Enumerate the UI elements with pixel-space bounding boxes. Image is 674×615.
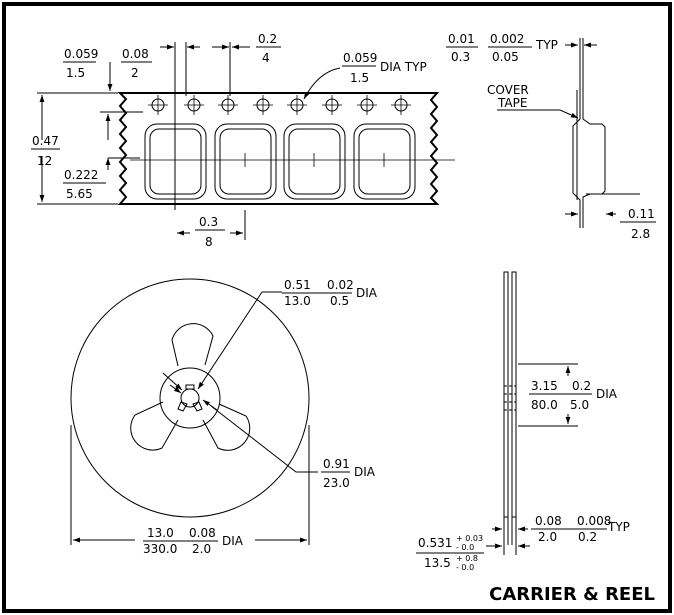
dim-side-tol-mm: 0.05	[492, 50, 519, 64]
tape-side-view: 0.01 0.3 0.002 0.05 TYP COVER TAPE 0.11 …	[446, 32, 656, 241]
dim-inner-suffix: DIA	[354, 465, 376, 479]
pocket	[353, 123, 416, 200]
reel-spindle	[180, 388, 200, 408]
dim-hub-tol-mm: 0.5	[330, 294, 349, 308]
dim-width-tol-dn-in: - 0.0	[456, 543, 474, 552]
reel-window	[130, 401, 179, 451]
tape-outline	[117, 92, 440, 205]
dim-flange-tol-mm: 0.2	[578, 530, 597, 544]
dim-pocket-offset-mm: 5.65	[66, 187, 93, 201]
dim-outer-mm: 330.0	[143, 542, 177, 556]
dim-side-hub-suffix: DIA	[596, 387, 618, 401]
dim-pitch-hole-in: 0.059	[64, 47, 98, 61]
cover-tape-label-1: COVER	[487, 83, 529, 97]
tape-profile	[572, 90, 606, 228]
tape-top-view: 0.059 1.5 0.08 2 0.2 4 0.059 1.5 DIA TYP…	[31, 32, 455, 249]
dim-width-tol-dn-mm: - 0.0	[456, 563, 474, 572]
dim-side-thick-mm: 0.3	[451, 50, 470, 64]
dim-outer-in: 13.0	[147, 526, 174, 540]
dim-side-tol-in: 0.002	[490, 32, 524, 46]
dim-width-in: 0.531	[418, 536, 452, 550]
dim-inner-in: 0.91	[323, 457, 350, 471]
reel-outer-circle	[70, 278, 310, 518]
reel-front-view: 0.51 13.0 0.02 0.5 DIA 0.91 23.0 DIA 13.…	[70, 278, 378, 556]
dim-hole-spacing-mm: 4	[262, 51, 270, 65]
dim-width-mm: 12	[37, 154, 52, 168]
dim-inner-mm: 23.0	[323, 476, 350, 490]
dim-hub-in: 0.51	[284, 278, 311, 292]
dim-side-hub-tol-in: 0.2	[572, 379, 591, 393]
dim-side-hub-tol-mm: 5.0	[570, 398, 589, 412]
dim-outer-suffix: DIA	[222, 534, 244, 548]
dim-hole-dia-suffix: DIA TYP	[380, 60, 427, 74]
dim-hole-pitch-mm: 2	[131, 66, 139, 80]
dim-side-thick-in: 0.01	[448, 32, 475, 46]
dim-pitch-hole-mm: 1.5	[66, 66, 85, 80]
dim-outer-tol-mm: 2.0	[192, 542, 211, 556]
dim-outer-tol-in: 0.08	[189, 526, 216, 540]
reel-hub-circle	[159, 367, 221, 429]
dim-width-tol-up-mm: + 0.8	[456, 554, 478, 563]
drawing-title: CARRIER & REEL	[489, 584, 655, 605]
dim-hub-tol-in: 0.02	[327, 278, 354, 292]
pocket	[214, 123, 277, 200]
dim-side-hub-in: 3.15	[531, 379, 558, 393]
dim-pocket-pitch-mm: 8	[205, 235, 213, 249]
dim-hole-spacing-in: 0.2	[258, 32, 277, 46]
dim-width-tol-up-in: + 0.03	[456, 534, 483, 543]
dim-hub-suffix: DIA	[356, 286, 378, 300]
reel-side-view: 3.15 80.0 0.2 5.0 DIA 0.08 2.0 0.008 0.2…	[416, 271, 630, 572]
dim-hole-dia-mm: 1.5	[350, 71, 369, 85]
dim-side-depth-mm: 2.8	[631, 227, 650, 241]
dim-side-hub-mm: 80.0	[531, 398, 558, 412]
dim-hub-mm: 13.0	[284, 294, 311, 308]
sprocket-holes	[148, 95, 411, 115]
dim-side-typ: TYP	[535, 38, 558, 52]
dim-width-in: 0.47	[32, 134, 59, 148]
pocket	[283, 123, 346, 200]
cover-tape-label-2: TAPE	[497, 96, 527, 110]
dim-flange-mm: 2.0	[538, 530, 557, 544]
dim-flange-tol-in: 0.008	[577, 514, 611, 528]
dim-hole-dia-in: 0.059	[343, 51, 377, 65]
dim-width-mm: 13.5	[424, 556, 451, 570]
tape-pockets	[130, 123, 455, 200]
reel-window	[202, 403, 251, 451]
dim-hole-pitch-in: 0.08	[122, 47, 149, 61]
dim-flange-in: 0.08	[535, 514, 562, 528]
reel-window	[171, 323, 214, 367]
dim-pocket-offset-in: 0.222	[64, 168, 98, 182]
dim-side-depth-in: 0.11	[628, 207, 655, 221]
dim-flange-typ: TYP	[607, 520, 630, 534]
dim-pocket-pitch-in: 0.3	[199, 215, 218, 229]
